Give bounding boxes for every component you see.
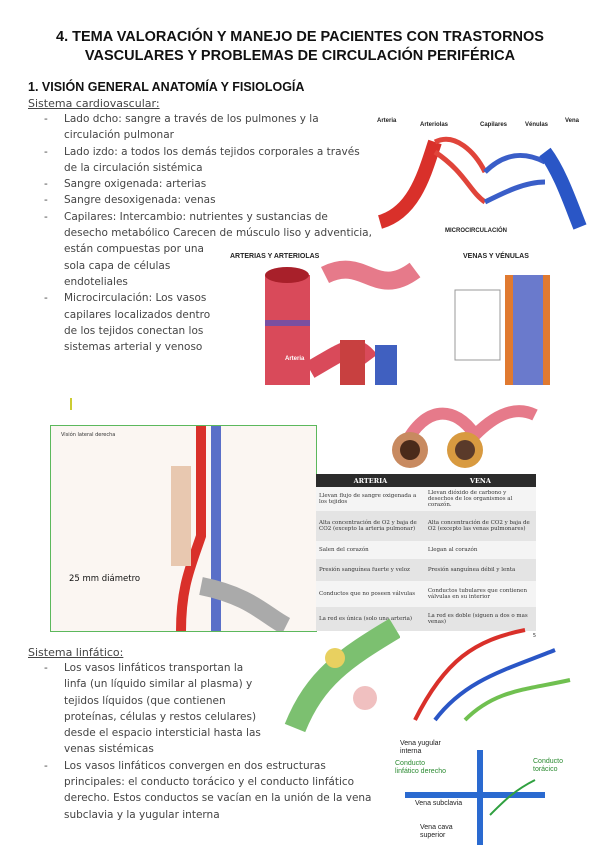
neck-title: Visión lateral derecha [61, 432, 116, 438]
label-capilares: Capilares [480, 122, 508, 128]
section-heading: 1. VISIÓN GENERAL ANATOMÍA Y FISIOLOGÍA [28, 80, 305, 94]
neck-vessels-figure: Visión lateral derecha 25 mm diámetro [50, 425, 317, 632]
lymph-ducts-figure: Vena yugular interna Conducto linfático … [395, 740, 590, 845]
lymph-network-figure [413, 628, 571, 722]
diameter-label: 25 mm diámetro [69, 574, 141, 584]
label-arteria: Arteria [377, 118, 397, 124]
marker-line [70, 398, 72, 410]
cardio-bullets: Lado dcho: sangre a través de los pulmon… [28, 111, 373, 410]
table-row: La red es única (solo una arteria)La red… [316, 607, 536, 631]
arteria-label: Arteria [285, 356, 305, 362]
label-conducto-toracico: Conducto torácico [533, 758, 563, 773]
venas-title: VENAS Y VÉNULAS [463, 251, 529, 260]
bullet: Sangre oxigenada: arterias [28, 176, 373, 193]
label-arteriolas: Arteriolas [420, 122, 449, 128]
lymph-capillary-figure [284, 618, 400, 733]
page-number: 5 [532, 633, 536, 639]
microcirculation-figure: Arteria Arteriolas Capilares Vénulas Ven… [377, 118, 587, 234]
bullet: Sangre desoxigenada: venas [28, 192, 373, 209]
bullet: Los vasos linfáticos transportan la linf… [28, 660, 269, 758]
bullet: Los vasos linfáticos convergen en dos es… [28, 758, 373, 823]
subheading-cardiovascular: Sistema cardiovascular: [28, 97, 160, 110]
figure-caption: MICROCIRCULACIÓN [445, 226, 507, 234]
label-vena-yugular: Vena yugular interna [400, 740, 441, 755]
arteries-veins-figure: ARTERIAS Y ARTERIOLAS VENAS Y VÉNULAS Ar… [230, 251, 550, 385]
subheading-lymphatic: Sistema linfático: [28, 646, 124, 659]
table-row: Alta concentración de O2 y baja de CO2 (… [316, 511, 536, 541]
bullet: Capilares: Intercambio: nutrientes y sus… [28, 209, 373, 290]
bullet: Microcirculación: Los vasos capilares lo… [28, 290, 373, 355]
page-title: 4. TEMA VALORACIÓN Y MANEJO DE PACIENTES… [56, 29, 544, 64]
label-conducto-derecho: Conducto linfático derecho [395, 760, 446, 775]
vessel-cross-section-figure [392, 405, 538, 468]
lymphatic-bullets: Los vasos linfáticos transportan la linf… [28, 660, 373, 823]
bullet: Lado dcho: sangre a través de los pulmon… [28, 111, 373, 144]
arterias-title: ARTERIAS Y ARTERIOLAS [230, 253, 320, 260]
table-row: Llevan flujo de sangre oxigenada a los t… [316, 487, 536, 511]
label-vena-subclavia: Vena subclavia [415, 800, 463, 807]
label-venulas: Vénulas [525, 122, 549, 128]
label-vena-cava: Vena cava superior [420, 824, 453, 839]
bullet: Lado izdo: a todos los demás tejidos cor… [28, 144, 373, 177]
label-vena: Vena [565, 118, 580, 124]
